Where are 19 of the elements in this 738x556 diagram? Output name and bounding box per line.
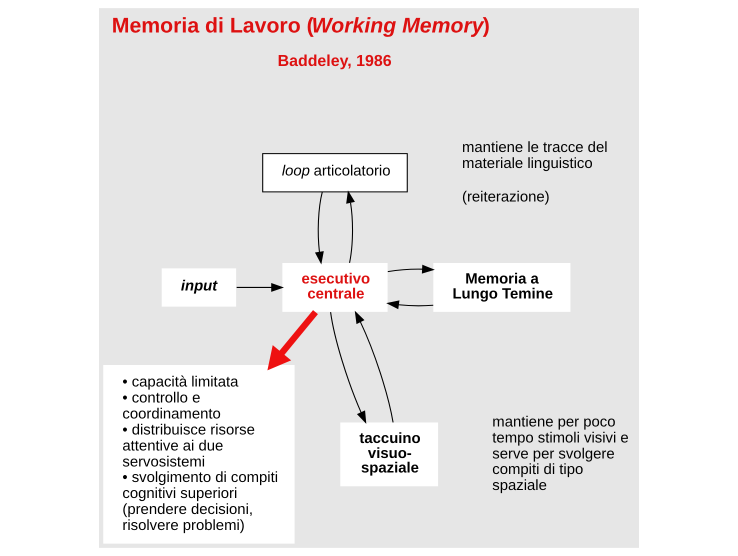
node-label: (reiterazione)	[462, 190, 550, 206]
label: Baddeley, 1986	[278, 53, 392, 70]
node-box: esecutivo centrale	[282, 263, 388, 312]
arrow	[314, 192, 324, 264]
arrow	[388, 264, 435, 274]
node-box: • capacità limitata • controllo e coordinamento • distribuisce risorse attentive ai due servosistemi • svolgimento di compiti cognitivi superiori (prendere decisioni, risolvere problemi)	[103, 365, 295, 544]
node-label: mantiene per poco tempo stimoli visivi e serve per svolgere compiti di tipo spaziale	[492, 414, 629, 494]
arrow	[354, 310, 394, 423]
diagram-title: Memoria di Lavoro (Working Memory)	[112, 14, 490, 38]
node-label: mantiene le tracce del materiale linguistico	[462, 140, 608, 172]
arrow	[236, 282, 284, 292]
arrow	[330, 312, 366, 424]
node-box: taccuino visuo-spaziale	[340, 422, 438, 486]
node-box: Memoria a Lungo Temine	[433, 263, 570, 312]
node-box: loop articolatorio	[262, 153, 408, 192]
arrow	[386, 300, 434, 310]
node-box: input	[162, 268, 236, 307]
arrow	[267, 310, 318, 370]
arrow	[346, 190, 355, 263]
